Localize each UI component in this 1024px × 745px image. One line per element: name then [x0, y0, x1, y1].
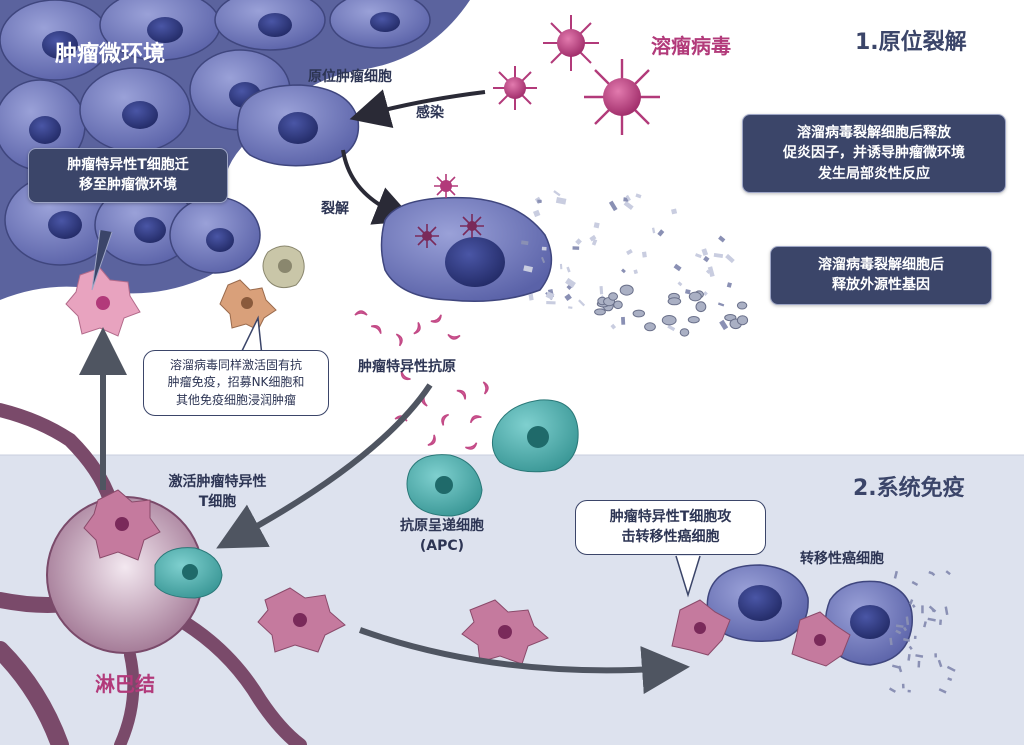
cell-debris [520, 190, 749, 337]
infect-label: 感染 [416, 105, 444, 121]
metastatic-label: 转移性癌细胞 [800, 551, 884, 567]
callout-inflammation-line3: 发生局部炎性反应 [818, 165, 930, 182]
antigen-to-lymph-arrow [216, 383, 433, 549]
phase1-title: 1.原位裂解 [855, 30, 967, 55]
circulating-t-cell-1 [257, 587, 346, 653]
callout-inflammation: 溶溜病毒裂解细胞后释放 促炎因子，并诱导肿瘤微环境 发生局部炎性反应 [742, 114, 1006, 193]
callout-attack-line2: 击转移性癌细胞 [621, 529, 720, 546]
apc-label-line1: 抗原呈递细胞 [400, 518, 484, 534]
callout-inflammation-line2: 促炎因子，并诱导肿瘤微环境 [783, 145, 965, 162]
immune-cell [262, 245, 305, 289]
callout-innate-immune-line3: 其他免疫细胞浸润肿瘤 [175, 392, 296, 407]
virus-group [493, 15, 660, 135]
lysing-cell [380, 174, 553, 302]
t-cell-in-tme [65, 267, 141, 337]
callout-exogenous-gene-line2: 释放外源性基因 [832, 277, 930, 294]
callout-innate-immune-line2: 肿瘤免疫，招募NK细胞和 [167, 375, 305, 390]
antigen-fragments [354, 310, 489, 450]
callout-tcell-migrate: 肿瘤特异性T细胞迁 移至肿瘤微环境 [28, 148, 228, 203]
nk-cell [219, 279, 277, 331]
activate-label-line2: T细胞 [198, 494, 237, 511]
callout-tail-immune [239, 315, 263, 357]
callout-inflammation-line1: 溶溜病毒裂解细胞后释放 [797, 125, 951, 141]
metastatic-cell-1 [671, 564, 809, 656]
lysis-arrow [341, 149, 415, 225]
callout-tail-attack [675, 555, 701, 598]
tumor-tissue [0, 0, 470, 300]
tme-title: 肿瘤微环境 [55, 42, 166, 67]
apc-in-lymph [154, 547, 223, 599]
virus-label: 溶瘤病毒 [651, 34, 731, 58]
callout-innate-immune-line1: 溶溜病毒同样激活固有抗 [169, 358, 302, 372]
apc-label-line2: (APC) [419, 538, 465, 555]
antigen-label: 肿瘤特异性抗原 [358, 359, 456, 375]
apc-cell-free [491, 399, 579, 473]
callout-attack-line1: 肿瘤特异性T细胞攻 [609, 509, 732, 525]
callout-exogenous-gene: 溶溜病毒裂解细胞后 释放外源性基因 [770, 246, 992, 305]
metastatic-debris [888, 570, 956, 694]
lymph-label: 淋巴结 [95, 672, 155, 696]
tumor-cell-label: 原位肿瘤细胞 [308, 69, 392, 85]
apc-label: 抗原呈递细胞 (APC) [387, 516, 497, 557]
activate-label: 激活肿瘤特异性 T细胞 [150, 472, 285, 513]
phase2-title: 2.系统免疫 [853, 476, 965, 501]
activated-t-cell [83, 489, 161, 561]
circulating-t-cell-2 [461, 599, 549, 665]
infect-arrow [349, 89, 486, 128]
callout-tail-migrate [91, 229, 113, 291]
original-tumor-cell [236, 84, 360, 167]
callout-attack: 肿瘤特异性T细胞攻 击转移性癌细胞 [575, 500, 766, 555]
callout-exogenous-gene-line1: 溶溜病毒裂解细胞后 [818, 257, 944, 273]
callout-innate-immune: 溶溜病毒同样激活固有抗 肿瘤免疫，招募NK细胞和 其他免疫细胞浸润肿瘤 [143, 350, 329, 417]
circulation-arrow [358, 627, 690, 695]
lysis-label: 裂解 [321, 201, 349, 217]
apc-cell [406, 454, 483, 517]
callout-tcell-migrate-line2: 移至肿瘤微环境 [79, 177, 177, 194]
activate-label-line1: 激活肿瘤特异性 [168, 474, 267, 490]
callout-tcell-migrate-line1: 肿瘤特异性T细胞迁 [67, 157, 189, 173]
